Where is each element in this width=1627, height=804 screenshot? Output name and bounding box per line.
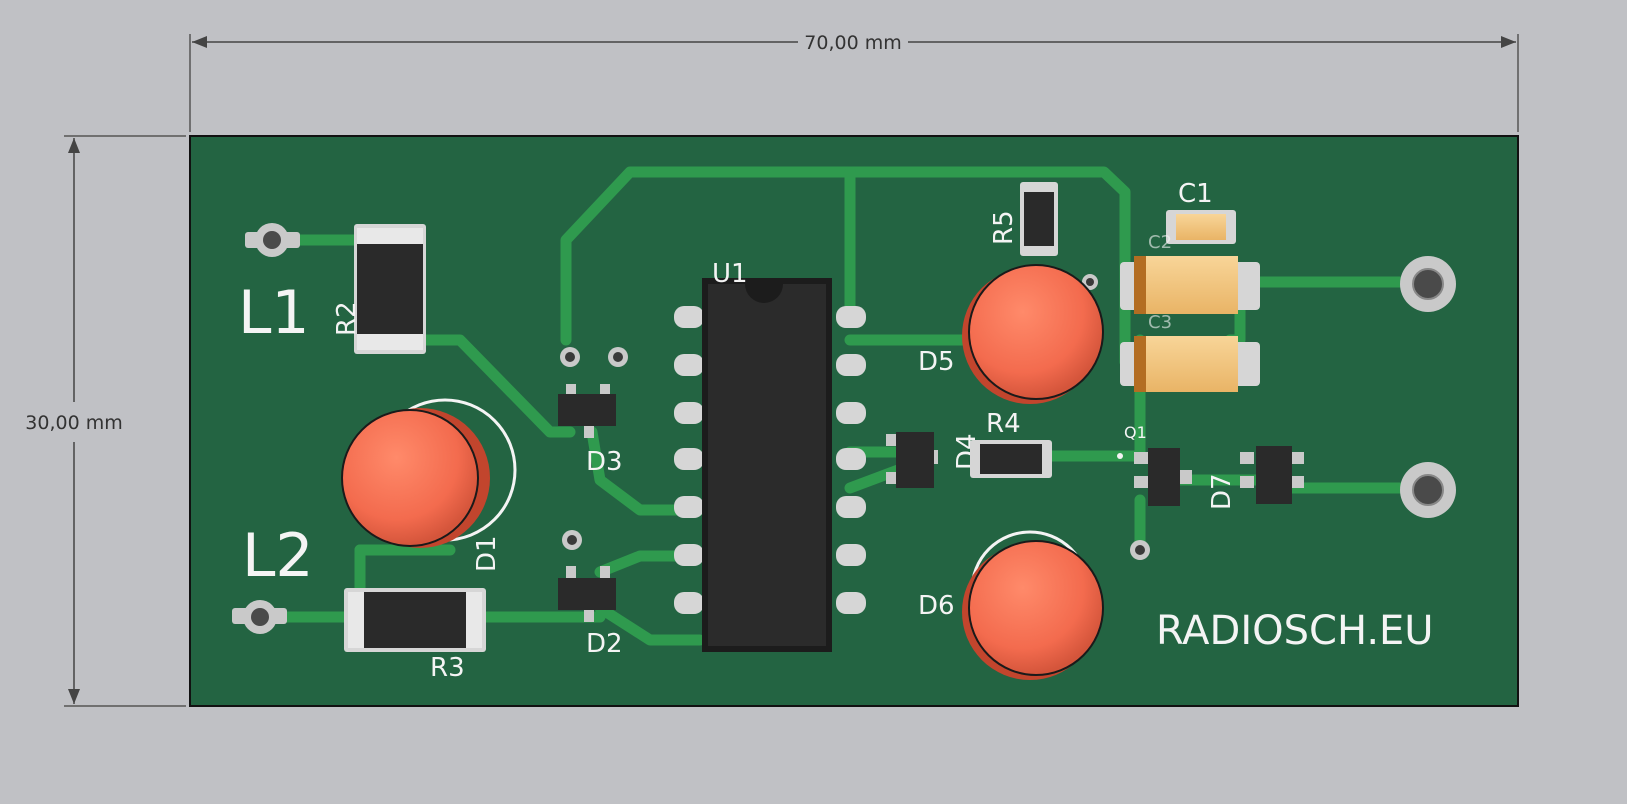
led-d1 <box>341 398 517 548</box>
led-d5 <box>962 264 1104 404</box>
d7-label: D7 <box>1207 473 1237 510</box>
d6-label: D6 <box>918 591 955 621</box>
c3-label: C3 <box>1148 312 1172 333</box>
diode-d2 <box>558 530 616 622</box>
c2-label: C2 <box>1148 232 1172 253</box>
output-pad-top <box>1400 256 1456 312</box>
capacitor-c1 <box>1166 210 1236 244</box>
output-pad-bottom <box>1400 462 1456 518</box>
l1-label: L1 <box>238 278 310 348</box>
q1-label: Q1 <box>1124 423 1147 442</box>
transistor-q1 <box>1117 448 1192 506</box>
height-dimension: 30,00 mm <box>25 135 186 707</box>
r5-label: R5 <box>989 210 1019 245</box>
resistor-r3 <box>344 588 486 652</box>
width-dimension-label: 70,00 mm <box>804 32 901 54</box>
diode-d7 <box>1240 446 1304 504</box>
width-dimension: 70,00 mm <box>189 32 1519 132</box>
l2-label: L2 <box>242 521 314 591</box>
u1-label: U1 <box>712 259 748 289</box>
capacitor-c2 <box>1120 256 1260 314</box>
diode-d4 <box>886 432 938 488</box>
resistor-r2 <box>354 224 426 354</box>
diode-d3 <box>558 347 628 438</box>
capacitor-c3 <box>1120 336 1260 392</box>
c1-label: C1 <box>1178 179 1213 209</box>
led-d6 <box>962 530 1150 680</box>
d5-label: D5 <box>918 347 955 377</box>
resistor-r4 <box>970 440 1052 478</box>
d3-label: D3 <box>586 447 623 477</box>
l1-pad <box>245 223 300 257</box>
l2-pad <box>232 600 287 634</box>
brand-label: RADIOSCH.EU <box>1156 608 1434 654</box>
resistor-r5 <box>1020 182 1058 256</box>
r4-label: R4 <box>986 409 1021 439</box>
r3-label: R3 <box>430 653 465 683</box>
ic-u1 <box>674 278 866 652</box>
d1-label: D1 <box>472 535 502 572</box>
r2-label: R2 <box>332 301 362 336</box>
d2-label: D2 <box>586 629 623 659</box>
height-dimension-label: 30,00 mm <box>25 412 122 434</box>
